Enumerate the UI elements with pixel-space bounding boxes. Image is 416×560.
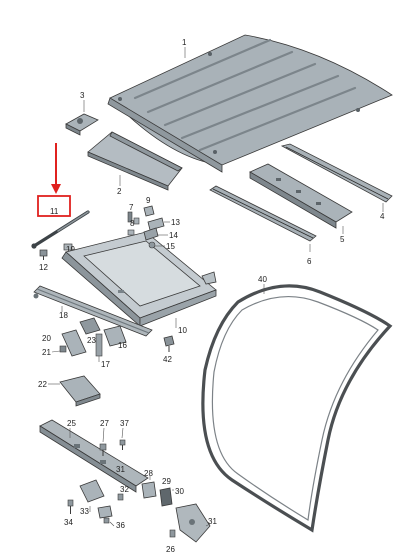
- lower-rail-25: [39, 419, 149, 493]
- fastener-12: [39, 249, 48, 260]
- label-40: 40: [258, 275, 267, 284]
- label-12: 12: [39, 263, 48, 272]
- label-3: 3: [80, 91, 85, 100]
- label-9: 9: [146, 196, 151, 205]
- label-31b: 31: [208, 517, 217, 526]
- bracket-22: [59, 375, 101, 407]
- label-29: 29: [162, 477, 171, 486]
- label-42: 42: [163, 355, 172, 364]
- label-1: 1: [182, 38, 187, 47]
- label-22: 22: [38, 380, 47, 389]
- label-14: 14: [169, 231, 178, 240]
- label-15: 15: [166, 242, 175, 251]
- gas-strut-11: [31, 210, 90, 249]
- label-5: 5: [340, 235, 345, 244]
- plug-42: [163, 335, 175, 352]
- label-21: 21: [42, 348, 51, 357]
- hardware-cluster: [127, 205, 165, 249]
- label-31: 31: [116, 465, 125, 474]
- roof-holes: [118, 52, 360, 154]
- label-23: 23: [87, 336, 96, 345]
- rear-shelf-10: [61, 231, 217, 327]
- roof-panel: [107, 34, 393, 173]
- label-18: 18: [59, 311, 68, 320]
- side-rail-4: [280, 143, 393, 203]
- label-30: 30: [175, 487, 184, 496]
- label-33: 33: [80, 507, 89, 516]
- long-rail-18: [33, 285, 153, 337]
- label-26: 26: [166, 545, 175, 554]
- strip-6: [209, 185, 317, 242]
- label-37: 37: [120, 419, 129, 428]
- label-8: 8: [130, 219, 135, 228]
- label-36: 36: [116, 521, 125, 530]
- label-4: 4: [380, 212, 385, 221]
- label-25: 25: [67, 419, 76, 428]
- rear-crossmember-5: [249, 163, 353, 229]
- roof-ribs: [133, 38, 357, 152]
- seal-40: [201, 284, 393, 533]
- bracket-3: [65, 113, 99, 136]
- label-16: 16: [118, 341, 127, 350]
- label-17: 17: [101, 360, 110, 369]
- label-7: 7: [129, 203, 134, 212]
- label-32: 32: [120, 485, 129, 494]
- hinge-assembly: [59, 317, 127, 357]
- lower-hardware: [67, 479, 124, 524]
- front-rail-2: [87, 131, 183, 191]
- label-20: 20: [42, 334, 51, 343]
- latch-assembly: [141, 481, 211, 543]
- label-13: 13: [171, 218, 180, 227]
- label-6: 6: [307, 257, 312, 266]
- label-27: 27: [100, 419, 109, 428]
- clip-19: [63, 243, 73, 251]
- label-28: 28: [144, 469, 153, 478]
- highlight-callout: [37, 143, 71, 217]
- label-10: 10: [178, 326, 187, 335]
- label-11: 11: [50, 207, 59, 216]
- label-2: 2: [117, 187, 122, 196]
- label-34: 34: [64, 518, 73, 527]
- fasteners-27-37: [99, 439, 126, 456]
- label-19: 19: [66, 245, 75, 254]
